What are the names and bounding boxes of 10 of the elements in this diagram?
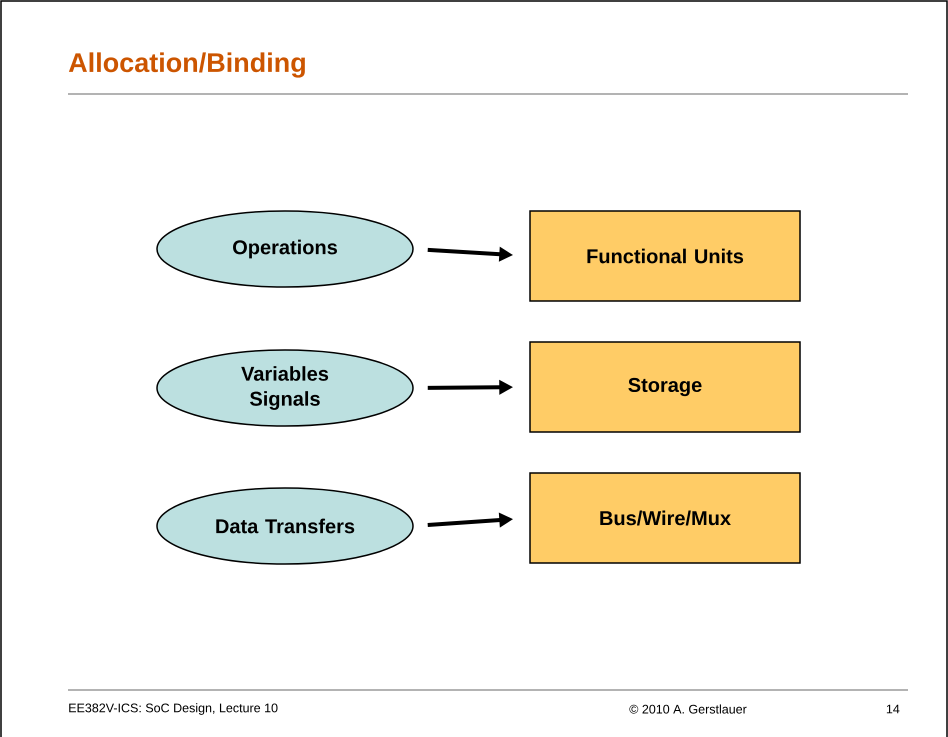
ellipse-node: Operations	[156, 210, 414, 288]
footer-text: 14	[886, 704, 900, 714]
ellipse-node: Variables Signals	[156, 349, 414, 427]
process-box: Storage	[529, 341, 801, 433]
footer-text: EE382V-ICS: SoC Design, Lecture 10	[69, 703, 278, 715]
ellipse-node: Data Transfers	[156, 487, 414, 565]
process-box: Functional Units	[529, 210, 801, 302]
process-box: Bus/Wire/Mux	[529, 472, 801, 564]
footer-text: © 2010 A. Gerstlauer	[629, 704, 747, 714]
slide-title: Allocation/Binding	[68, 52, 305, 78]
